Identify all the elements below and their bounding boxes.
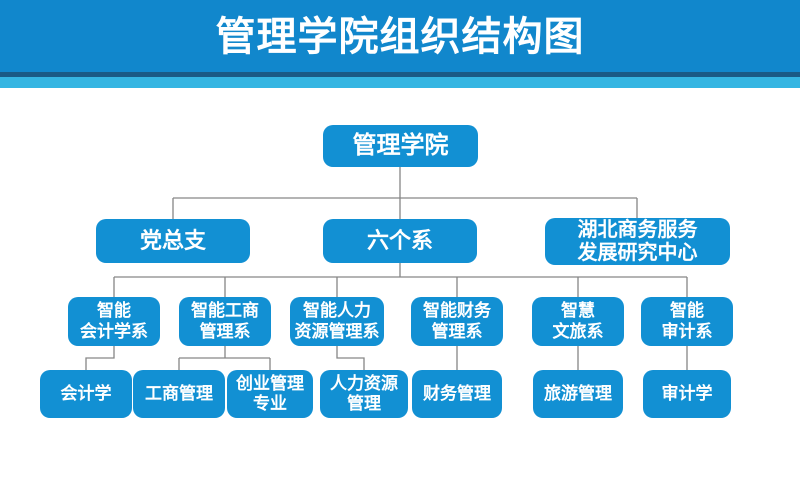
slide-header: 管理学院组织结构图 bbox=[0, 0, 800, 72]
node-dept-smart-business-admin: 智能工商 管理系 bbox=[179, 297, 271, 346]
node-dept-smart-culture-tourism: 智慧 文旅系 bbox=[532, 297, 624, 346]
node-dept-smart-hr: 智能人力 资源管理系 bbox=[290, 297, 384, 346]
node-major-tourism-management: 旅游管理 bbox=[533, 370, 623, 418]
node-major-entrepreneurship: 创业管理 专业 bbox=[227, 370, 313, 418]
header-accent-strip bbox=[0, 77, 800, 88]
node-major-accounting: 会计学 bbox=[40, 370, 132, 418]
node-management-school: 管理学院 bbox=[323, 125, 478, 167]
page-title: 管理学院组织结构图 bbox=[215, 15, 585, 59]
header-divider bbox=[0, 72, 800, 77]
node-hubei-research-center: 湖北商务服务 发展研究中心 bbox=[545, 218, 730, 265]
node-major-hr-management: 人力资源 管理 bbox=[320, 370, 408, 418]
node-dept-smart-finance: 智能财务 管理系 bbox=[411, 297, 503, 346]
node-dept-smart-accounting: 智能 会计学系 bbox=[68, 297, 160, 346]
node-six-departments: 六个系 bbox=[323, 219, 477, 263]
node-party-branch: 党总支 bbox=[96, 219, 250, 263]
node-major-auditing: 审计学 bbox=[643, 370, 731, 418]
node-major-business-admin: 工商管理 bbox=[133, 370, 225, 418]
node-dept-smart-audit: 智能 审计系 bbox=[641, 297, 733, 346]
node-major-financial-management: 财务管理 bbox=[412, 370, 502, 418]
